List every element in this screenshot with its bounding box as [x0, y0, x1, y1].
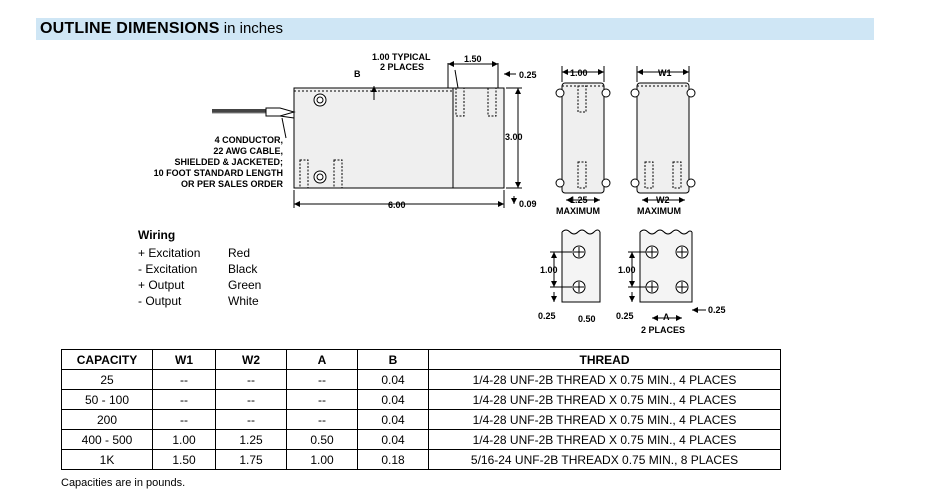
table-cell: 0.04 [357, 389, 429, 410]
table-row: 200 -- -- -- 0.04 1/4-28 UNF-2B THREAD X… [61, 409, 781, 430]
table-cell: -- [152, 369, 216, 390]
table-cell: 0.18 [357, 449, 429, 470]
table-cell: 1.00 [152, 429, 216, 450]
table-cell: 400 - 500 [61, 429, 153, 450]
table-cell: -- [286, 409, 358, 430]
table-cell: 1.75 [215, 449, 287, 470]
table-cell: 0.04 [357, 429, 429, 450]
end-view-right [630, 66, 696, 203]
dim-top-width: 1.50 [464, 54, 482, 64]
column-header-w2: W2 [215, 349, 287, 370]
table-cell: 1.00 [286, 449, 358, 470]
table-cell: -- [215, 409, 287, 430]
bottom-view-left [550, 229, 601, 303]
table-cell: 1/4-28 UNF-2B THREAD X 0.75 MIN., 4 PLAC… [428, 369, 781, 390]
a-label: A [663, 312, 670, 322]
wiring-row: - Output White [138, 293, 261, 309]
capacity-table: CAPACITY W1 W2 A B THREAD 25 -- -- -- 0.… [61, 349, 781, 470]
wiring-row: - Excitation Black [138, 261, 261, 277]
w2-label: W2 [656, 195, 670, 205]
dim-bottom-offset: 0.09 [519, 199, 537, 209]
dim-length: 6.00 [388, 200, 406, 210]
wiring-section: Wiring + Excitation Red - Excitation Bla… [138, 228, 261, 309]
end-view-width: 1.00 [570, 68, 588, 78]
w1-label: W1 [658, 68, 672, 78]
table-cell: -- [152, 409, 216, 430]
bottom-view-center: 0.50 [578, 314, 596, 324]
end-view-bottom: 1.25 [570, 195, 588, 205]
table-cell: 0.50 [286, 429, 358, 450]
cable-note-line: 22 AWG CABLE, [213, 146, 283, 156]
table-cell: 1/4-28 UNF-2B THREAD X 0.75 MIN., 4 PLAC… [428, 389, 781, 410]
wiring-color: White [228, 294, 259, 308]
section-title: OUTLINE DIMENSIONS in inches [40, 20, 283, 38]
wiring-row: + Output Green [138, 277, 261, 293]
dim-height: 3.00 [505, 132, 523, 142]
wiring-color: Green [228, 278, 262, 292]
table-cell: -- [215, 389, 287, 410]
wiring-color: Red [228, 246, 251, 260]
wiring-signal: + Excitation [138, 246, 201, 260]
table-row: 400 - 500 1.00 1.25 0.50 0.04 1/4-28 UNF… [61, 429, 781, 450]
bottom-view-right-edge: 0.25 [616, 311, 634, 321]
table-cell: 5/16-24 UNF-2B THREADX 0.75 MIN., 8 PLAC… [428, 449, 781, 470]
column-header-a: A [286, 349, 358, 370]
maximum-label-right: MAXIMUM [637, 206, 681, 216]
table-cell: 1/4-28 UNF-2B THREAD X 0.75 MIN., 4 PLAC… [428, 409, 781, 430]
cable-note-line: OR PER SALES ORDER [181, 179, 284, 189]
table-cell: 1/4-28 UNF-2B THREAD X 0.75 MIN., 4 PLAC… [428, 429, 781, 450]
table-cell: 0.04 [357, 409, 429, 430]
wiring-signal: - Output [138, 294, 182, 308]
table-row: 25 -- -- -- 0.04 1/4-28 UNF-2B THREAD X … [61, 369, 781, 390]
table-cell: 50 - 100 [61, 389, 153, 410]
dim-b: B [354, 69, 361, 79]
table-cell: 1.50 [152, 449, 216, 470]
two-places-label: 2 PLACES [641, 325, 685, 335]
table-cell: 0.04 [357, 369, 429, 390]
wiring-signal: + Output [138, 278, 185, 292]
table-cell: 1.25 [215, 429, 287, 450]
table-header-row: CAPACITY W1 W2 A B THREAD [61, 349, 781, 370]
typical-label-line2: 2 PLACES [380, 62, 424, 72]
column-header-b: B [357, 349, 429, 370]
table-cell: 25 [61, 369, 153, 390]
column-header-w1: W1 [152, 349, 216, 370]
bottom-view-spacing-left: 1.00 [540, 265, 558, 275]
end-view-left [555, 66, 611, 203]
cable-note-line: 10 FOOT STANDARD LENGTH [154, 168, 283, 178]
section-title-bold: OUTLINE DIMENSIONS [40, 20, 220, 37]
section-header-bar [36, 18, 874, 40]
table-cell: 200 [61, 409, 153, 430]
wiring-signal: - Excitation [138, 262, 198, 276]
capacity-note: Capacities are in pounds. [61, 477, 186, 489]
section-title-units: in inches [219, 20, 283, 37]
dim-top-offset: 0.25 [519, 70, 537, 80]
wiring-title: Wiring [138, 228, 176, 242]
table-cell: -- [286, 389, 358, 410]
bottom-view-right-offset: 0.25 [708, 305, 726, 315]
table-cell: -- [215, 369, 287, 390]
wiring-row: + Excitation Red [138, 245, 261, 261]
typical-label-line1: 1.00 TYPICAL [372, 52, 431, 62]
bottom-view-spacing-right: 1.00 [618, 265, 636, 275]
table-cell: -- [152, 389, 216, 410]
maximum-label-left: MAXIMUM [556, 206, 600, 216]
bottom-view-left-edge: 0.25 [538, 311, 556, 321]
cable-note-line: 4 CONDUCTOR, [215, 135, 283, 145]
side-view [212, 61, 522, 208]
table-row: 1K 1.50 1.75 1.00 0.18 5/16-24 UNF-2B TH… [61, 449, 781, 470]
column-header-capacity: CAPACITY [61, 349, 153, 370]
cable-note-line: SHIELDED & JACKETED; [174, 157, 283, 167]
table-cell: -- [286, 369, 358, 390]
table-row: 50 - 100 -- -- -- 0.04 1/4-28 UNF-2B THR… [61, 389, 781, 410]
table-cell: 1K [61, 449, 153, 470]
wiring-color: Black [228, 262, 258, 276]
bottom-view-right [628, 229, 706, 321]
column-header-thread: THREAD [428, 349, 781, 370]
cable-note: 4 CONDUCTOR, 22 AWG CABLE, SHIELDED & JA… [154, 135, 284, 189]
